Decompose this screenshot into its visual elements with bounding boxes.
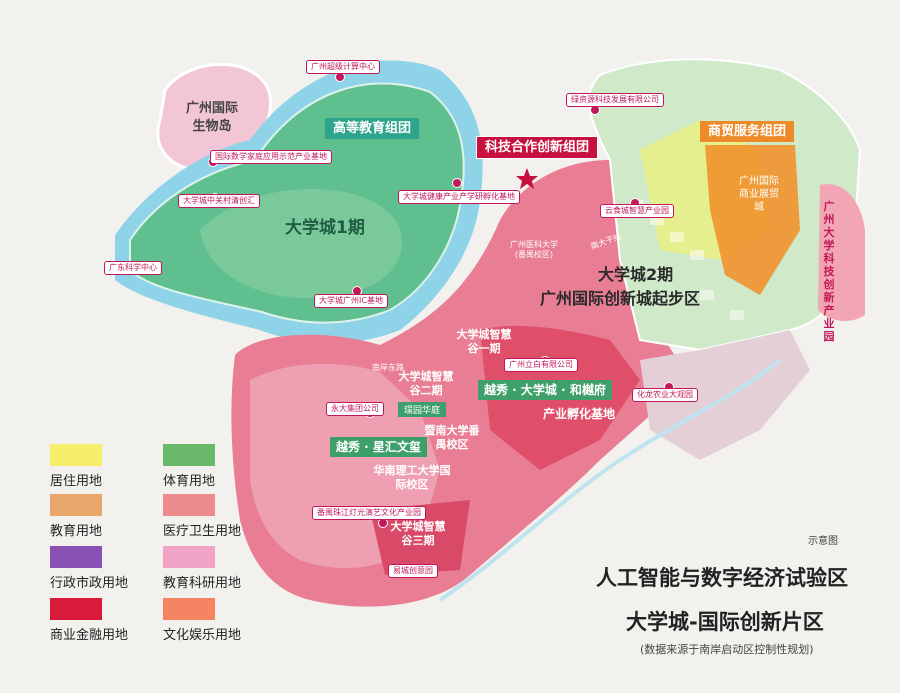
cluster-commerce: 商贸服务组团 xyxy=(700,121,795,142)
title-line1: 人工智能与数字经济试验区 xyxy=(596,566,848,590)
pin-green-resource: 绿资源科技发展有限公司 xyxy=(566,93,664,107)
star-marker xyxy=(516,168,538,189)
legend-label-medical: 医疗卫生用地 xyxy=(163,524,242,539)
pin-health-incubator: 大学城健康产业产学研孵化基地 xyxy=(398,190,520,204)
pin-agri-park: 化龙农业大观园 xyxy=(632,388,698,402)
legend-swatch-education xyxy=(50,494,102,516)
cluster-tech-cooperation: 科技合作创新组团 xyxy=(476,136,599,159)
tag-project: 璟园华庭 xyxy=(398,402,447,417)
area-wisdom1: 大学城智慧谷一期 xyxy=(456,328,512,355)
diagram-note: 示意图 xyxy=(808,536,838,547)
pin-ic-base: 大学城广州IC基地 xyxy=(314,294,388,308)
area-wisdom3: 大学城智慧谷三期 xyxy=(390,520,446,547)
pin-light-show-park: 番禺珠江灯光演艺文化产业园 xyxy=(312,506,426,520)
legend-swatch-culture xyxy=(163,598,215,620)
area-phase2-line1: 大学城2期 xyxy=(598,265,674,284)
title-line2: 大学城-国际创新片区 xyxy=(626,610,824,634)
pin-science-center: 广东科学中心 xyxy=(104,261,162,275)
pin-dot xyxy=(452,178,462,188)
southeast-zone xyxy=(640,330,810,460)
area-expo: 广州国际商业展贸城 xyxy=(739,176,779,213)
commerce-expo xyxy=(705,145,800,295)
area-med-univ: 广州医科大学(番禺校区) xyxy=(510,240,558,259)
legend-swatch-commercial xyxy=(50,598,102,620)
phase1-inner xyxy=(200,189,402,299)
road-ring: 南岸东路 xyxy=(372,363,404,372)
tag-hefu: 越秀 · 大学城 · 和樾府 xyxy=(478,380,612,400)
legend-label-commercial: 商业金融用地 xyxy=(50,628,129,643)
legend-swatch-admin xyxy=(50,546,102,568)
area-phase1: 大学城1期 xyxy=(285,218,365,238)
legend-swatch-sports xyxy=(163,444,215,466)
tag-xinghui: 越秀 · 星汇文玺 xyxy=(330,437,427,457)
pin-zhongguancun: 大学城中关村清创汇 xyxy=(178,194,260,208)
east-strip xyxy=(818,184,865,322)
area-gz-univ-park: 广州大学科技创新产业园 xyxy=(823,200,835,343)
area-scut: 华南理工大学国际校区 xyxy=(373,464,451,491)
legend-label-culture: 文化娱乐用地 xyxy=(163,628,242,643)
legend-swatch-residential xyxy=(50,444,102,466)
data-source: (数据来源于南岸启动区控制性规划) xyxy=(640,643,814,656)
cluster-higher-education: 高等教育组团 xyxy=(325,118,420,139)
pin-supercomputer: 广州超级计算中心 xyxy=(306,60,380,74)
area-wisdom2: 大学城智慧谷二期 xyxy=(398,370,454,397)
legend-swatch-medical xyxy=(163,494,215,516)
legend-label-residential: 居住用地 xyxy=(50,474,103,489)
area-phase2-line2: 广州国际创新城起步区 xyxy=(540,289,701,308)
pin-libai: 广州立白有限公司 xyxy=(504,358,578,372)
legend-label-sports: 体育用地 xyxy=(163,474,216,489)
legend-label-research: 教育科研用地 xyxy=(163,576,242,591)
pin-cloud-food: 云食城智慧产业园 xyxy=(600,204,674,218)
pin-math-family: 国际数学家庭应用示范产业基地 xyxy=(210,150,332,164)
pin-yongda: 永大集团公司 xyxy=(326,402,384,416)
legend-label-education: 教育用地 xyxy=(50,524,103,539)
legend-swatch-research xyxy=(163,546,215,568)
area-hub: 产业孵化基地 xyxy=(543,407,616,421)
bio-island-label: 广州国际生物岛 xyxy=(185,101,238,134)
area-jinan: 暨南大学番禺校区 xyxy=(424,424,480,451)
pin-yicheng: 易城创意园 xyxy=(388,564,438,578)
south-river xyxy=(438,358,782,602)
legend-label-admin: 行政市政用地 xyxy=(50,576,129,591)
